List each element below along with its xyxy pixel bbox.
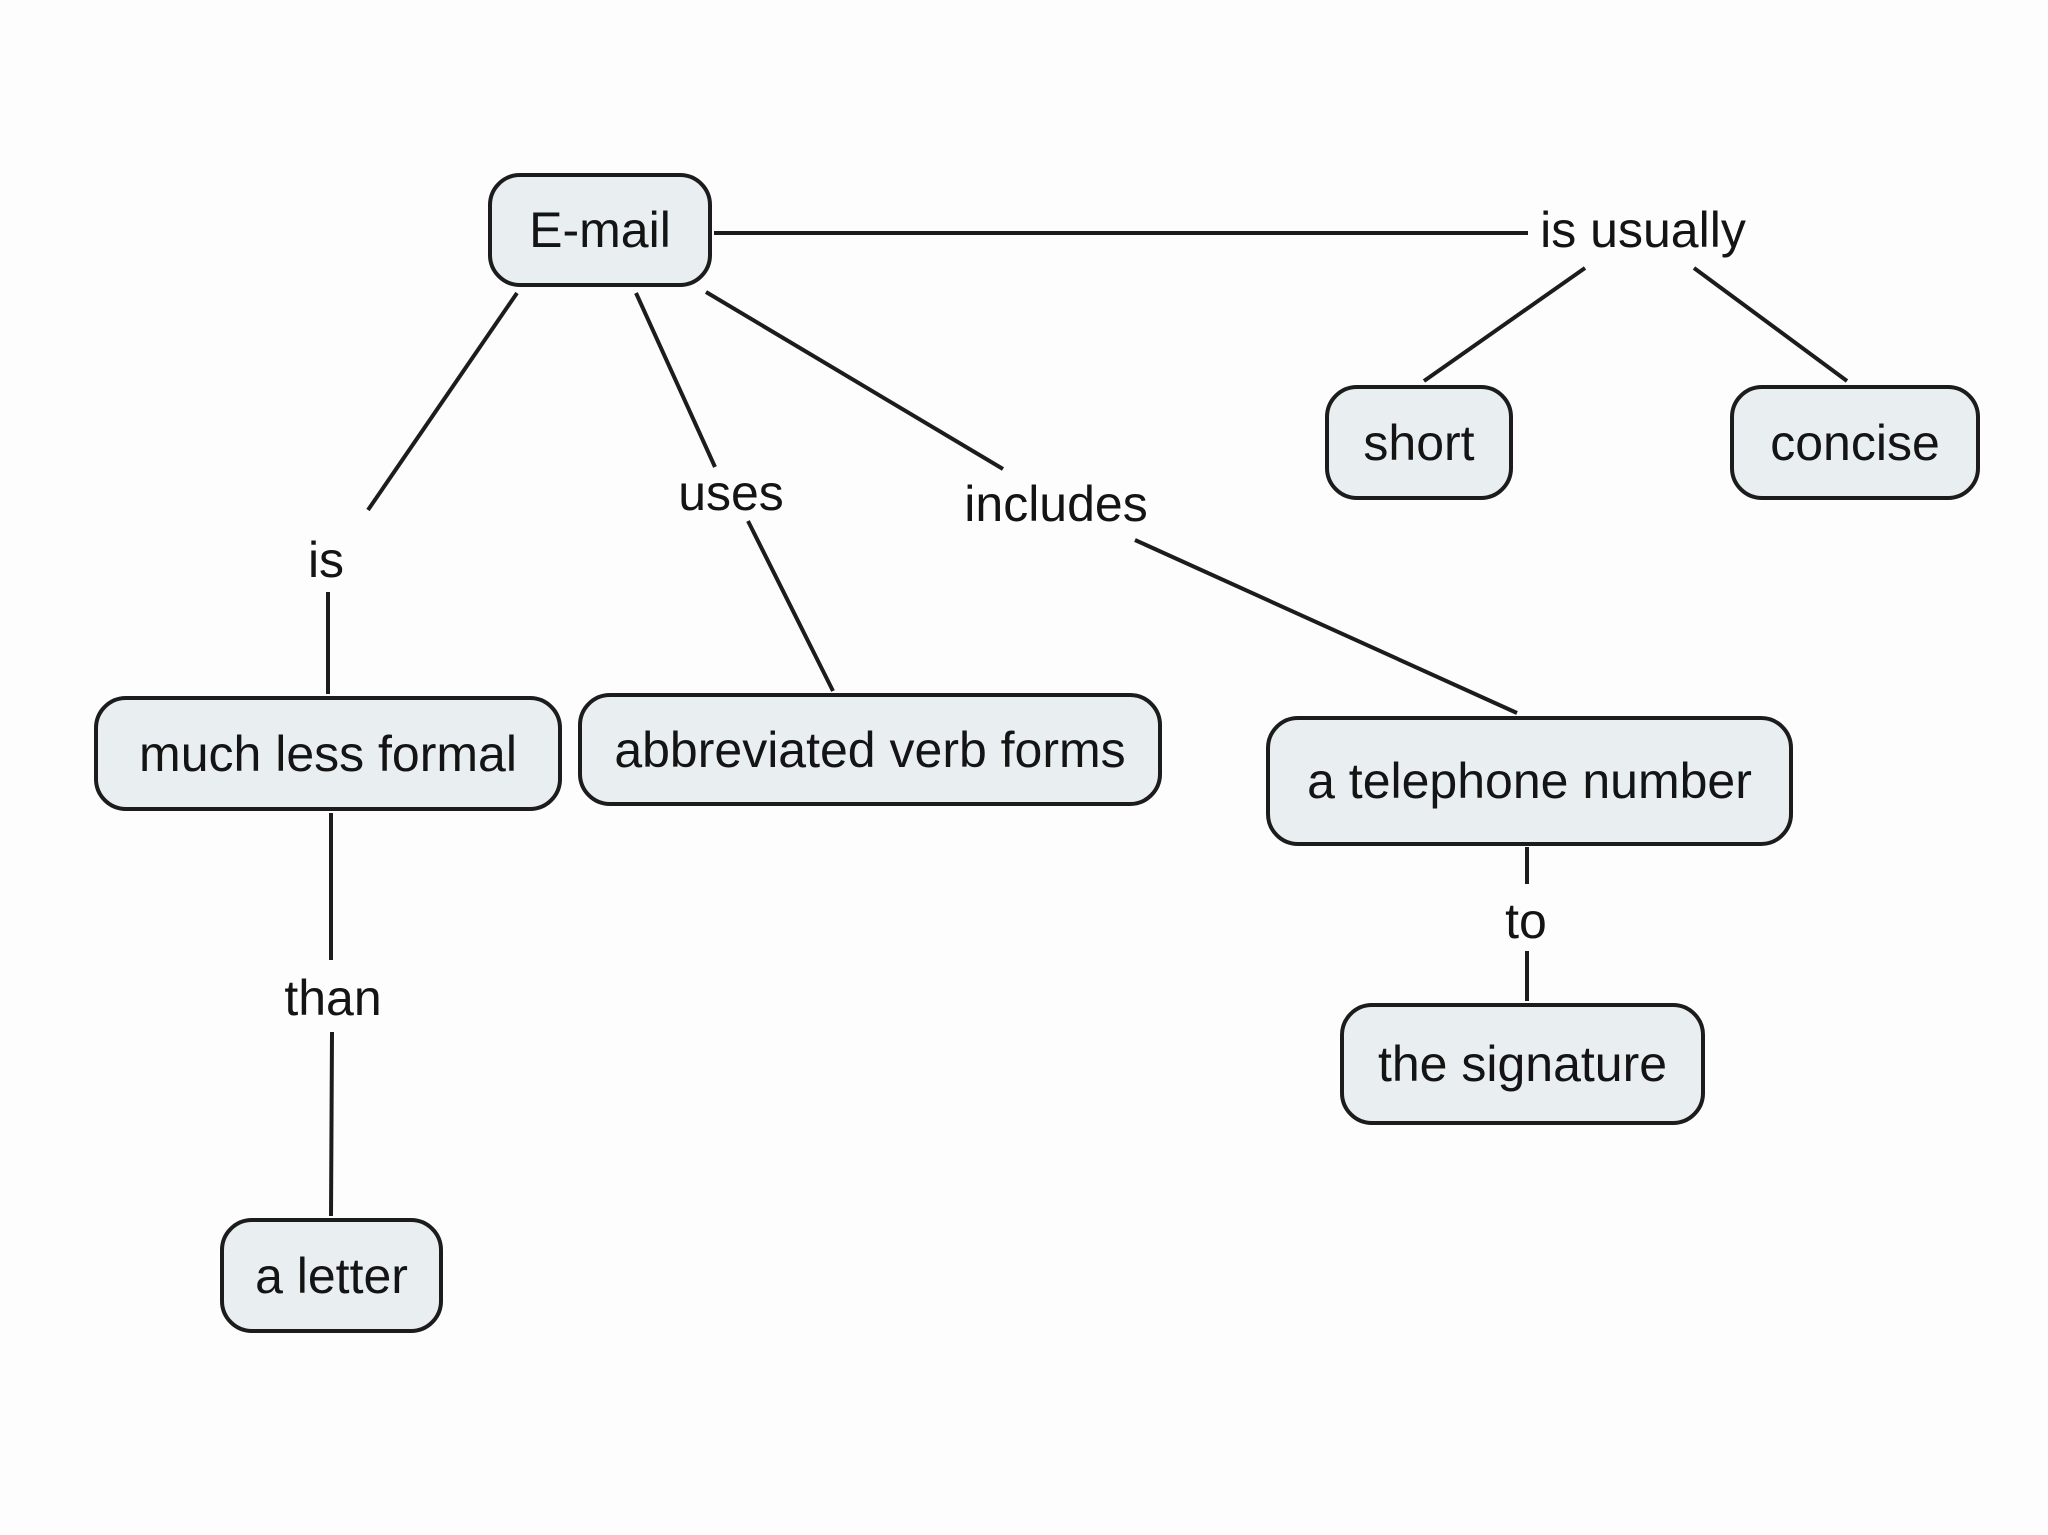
node-a-letter[interactable]: a letter — [220, 1218, 443, 1333]
link-label-includes[interactable]: includes — [964, 476, 1148, 532]
connector-line-is-usually-to-short — [1422, 266, 1587, 383]
link-label-than[interactable]: than — [284, 970, 382, 1026]
connector-line-email-to-uses — [634, 292, 717, 468]
node-much-less-formal[interactable]: much less formal — [94, 696, 562, 811]
connector-line-is-usually-to-concise — [1692, 266, 1849, 383]
link-label-is[interactable]: is — [307, 532, 345, 588]
node-short[interactable]: short — [1325, 385, 1513, 500]
connector-line-than-to-a-letter — [329, 1031, 334, 1217]
link-label-uses[interactable]: uses — [678, 465, 784, 521]
link-label-to[interactable]: to — [1505, 893, 1547, 949]
connector-line-email-to-is — [366, 291, 519, 512]
node-concise[interactable]: concise — [1730, 385, 1980, 500]
connector-line-uses-to-abbreviated-verb-forms — [746, 520, 835, 692]
node-the-signature[interactable]: the signature — [1340, 1003, 1705, 1125]
node-a-telephone-number[interactable]: a telephone number — [1266, 716, 1793, 846]
node-abbreviated-verb-forms[interactable]: abbreviated verb forms — [578, 693, 1162, 806]
link-label-is-usually[interactable]: is usually — [1540, 202, 1746, 258]
connector-line-includes-to-a-telephone-number — [1134, 538, 1518, 715]
connector-line-email-to-includes — [704, 290, 1005, 471]
node-email[interactable]: E-mail — [488, 173, 712, 287]
